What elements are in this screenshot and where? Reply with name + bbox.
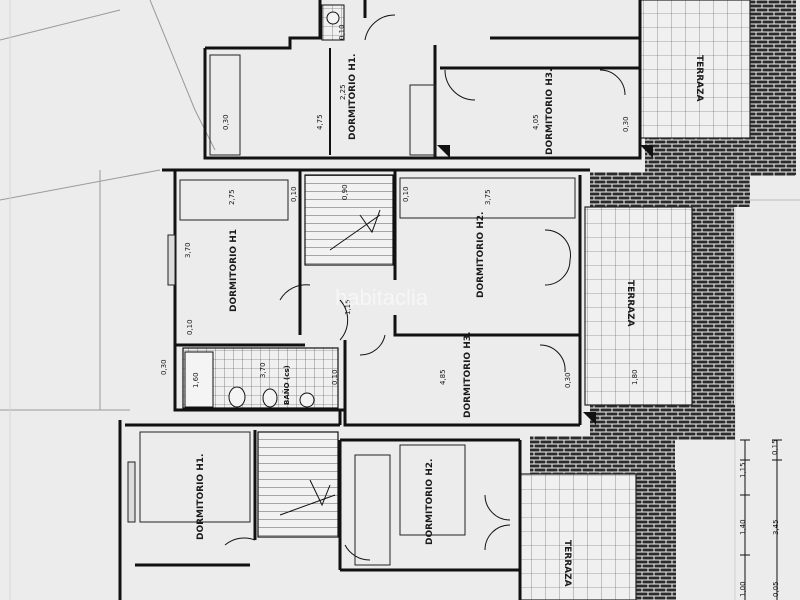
label-dormitorio-h3-top: DORMITORIO H3. [545,69,555,155]
dim-label: 0,05 [772,581,780,597]
dimension-labels: 0,10 2,25 4,75 0,30 4,05 0,30 2,75 0,10 … [160,24,780,597]
brick-walls [530,0,796,600]
dim-label: 1,00 [739,581,747,597]
dim-label: 1,40 [739,519,747,535]
dim-label: 1,15 [344,299,352,315]
dimension-ticks [740,439,782,600]
dim-label: 0,15 [771,439,779,455]
dim-label: 0,10 [402,186,410,202]
label-dormitorio-h2-mid: DORMITORIO H2. [476,212,486,298]
watermark: habitaclia [335,285,429,310]
dim-label: 0,30 [222,114,230,130]
label-dormitorio-h1-mid: DORMITORIO H1 [229,229,239,312]
dim-label: 3,70 [184,242,192,258]
dim-label: 2,25 [339,84,347,100]
dim-label: 3,70 [259,362,267,378]
dim-label: 1,80 [631,369,639,385]
dim-label: 1,15 [739,462,747,478]
label-terraza-mid: TERRAZA [625,280,635,327]
room-labels: DORMITORIO H1. DORMITORIO H3. DORMITORIO… [196,54,704,587]
dim-label: 0,10 [186,319,194,335]
staircases [257,174,394,538]
dim-label: 4,05 [532,114,540,130]
label-dormitorio-h3-mid: DORMITORIO H3. [463,332,473,418]
door-swings [224,14,626,561]
label-dormitorio-h2-bot: DORMITORIO H2. [425,459,435,545]
label-bano: BAÑO (cs) [282,365,291,405]
terraces [519,0,751,600]
dim-label: 0,30 [160,359,168,375]
dim-label: 4,85 [439,369,447,385]
dim-label: 3,45 [772,519,780,535]
dim-label: 3,75 [484,189,492,205]
furniture [127,54,576,566]
bathroom [182,4,345,409]
label-dormitorio-h1-top: DORMITORIO H1. [348,54,358,140]
dim-label: 0,10 [338,24,346,40]
dim-label: 1,60 [192,372,200,388]
dim-label: 2,75 [228,189,236,205]
dim-label: 0,30 [564,372,572,388]
dim-label: 0,10 [331,369,339,385]
label-dormitorio-h1-bot: DORMITORIO H1. [196,454,206,540]
dim-label: 0,90 [341,184,349,200]
dim-label: 4,75 [316,114,324,130]
corner-markers [437,145,653,425]
dim-label: 0,30 [622,116,630,132]
label-terraza-bot: TERRAZA [562,540,572,587]
label-terraza-top: TERRAZA [694,55,704,102]
dim-label: 0,10 [290,186,298,202]
